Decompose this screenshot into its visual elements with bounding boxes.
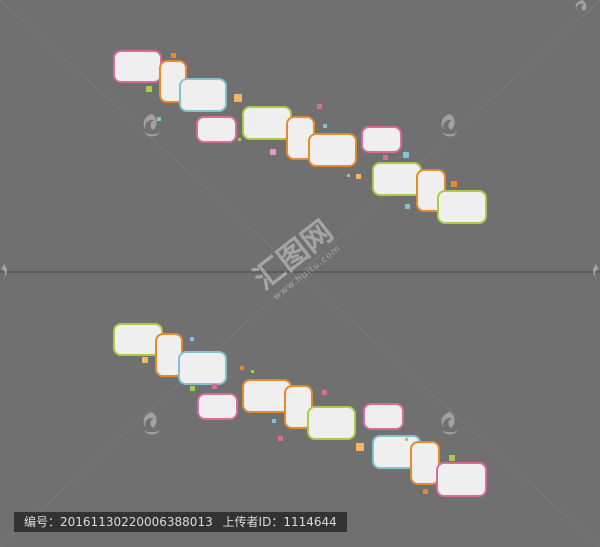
huitu-logo-icon [143, 412, 160, 435]
accent-square [383, 155, 388, 160]
card [436, 462, 487, 497]
card [363, 403, 404, 430]
accent-square [405, 204, 410, 209]
accent-square [171, 53, 176, 58]
uploader-label: 上传者ID： [222, 515, 284, 529]
accent-square [322, 390, 327, 395]
accent-square [278, 436, 283, 441]
id-value: 20161130220006388013 [60, 515, 213, 529]
accent-square [403, 152, 409, 158]
accent-square [190, 337, 194, 341]
accent-square [270, 149, 276, 155]
pattern-panel-bottom [0, 273, 600, 547]
pattern-panel-top [0, 0, 600, 272]
huitu-logo-icon [575, 0, 587, 11]
accent-square [347, 174, 350, 177]
card [179, 78, 227, 112]
accent-square [449, 455, 455, 461]
accent-square [142, 357, 148, 363]
huitu-logo-icon [593, 264, 599, 278]
accent-square [323, 124, 327, 128]
image-info-bar: 编号：20161130220006388013 上传者ID：1114644 [14, 512, 347, 532]
accent-square [157, 117, 161, 121]
accent-square [190, 386, 195, 391]
card [242, 106, 292, 140]
huitu-logo-icon [441, 114, 458, 137]
card [113, 50, 162, 83]
accent-square [423, 489, 428, 494]
card [361, 126, 402, 153]
accent-square [356, 174, 361, 179]
accent-square [405, 438, 408, 441]
card [197, 393, 238, 420]
id-label: 编号： [24, 515, 61, 529]
huitu-logo-icon [441, 412, 458, 435]
card [410, 441, 440, 485]
accent-square [212, 384, 217, 389]
accent-square [146, 86, 152, 92]
card [307, 406, 356, 440]
card [178, 351, 227, 385]
card [242, 379, 292, 413]
uploader-value: 1114644 [283, 515, 337, 529]
accent-square [238, 138, 241, 141]
accent-square [451, 181, 457, 187]
accent-square [234, 94, 242, 102]
panel-divider [0, 271, 600, 273]
card [372, 162, 422, 196]
huitu-logo-icon [1, 264, 7, 278]
card [308, 133, 357, 167]
accent-square [240, 366, 244, 370]
accent-square [251, 370, 254, 373]
card [196, 116, 237, 143]
accent-square [317, 104, 322, 109]
accent-square [272, 419, 276, 423]
accent-square [356, 443, 364, 451]
card [437, 190, 487, 224]
huitu-logo-icon [143, 114, 160, 137]
